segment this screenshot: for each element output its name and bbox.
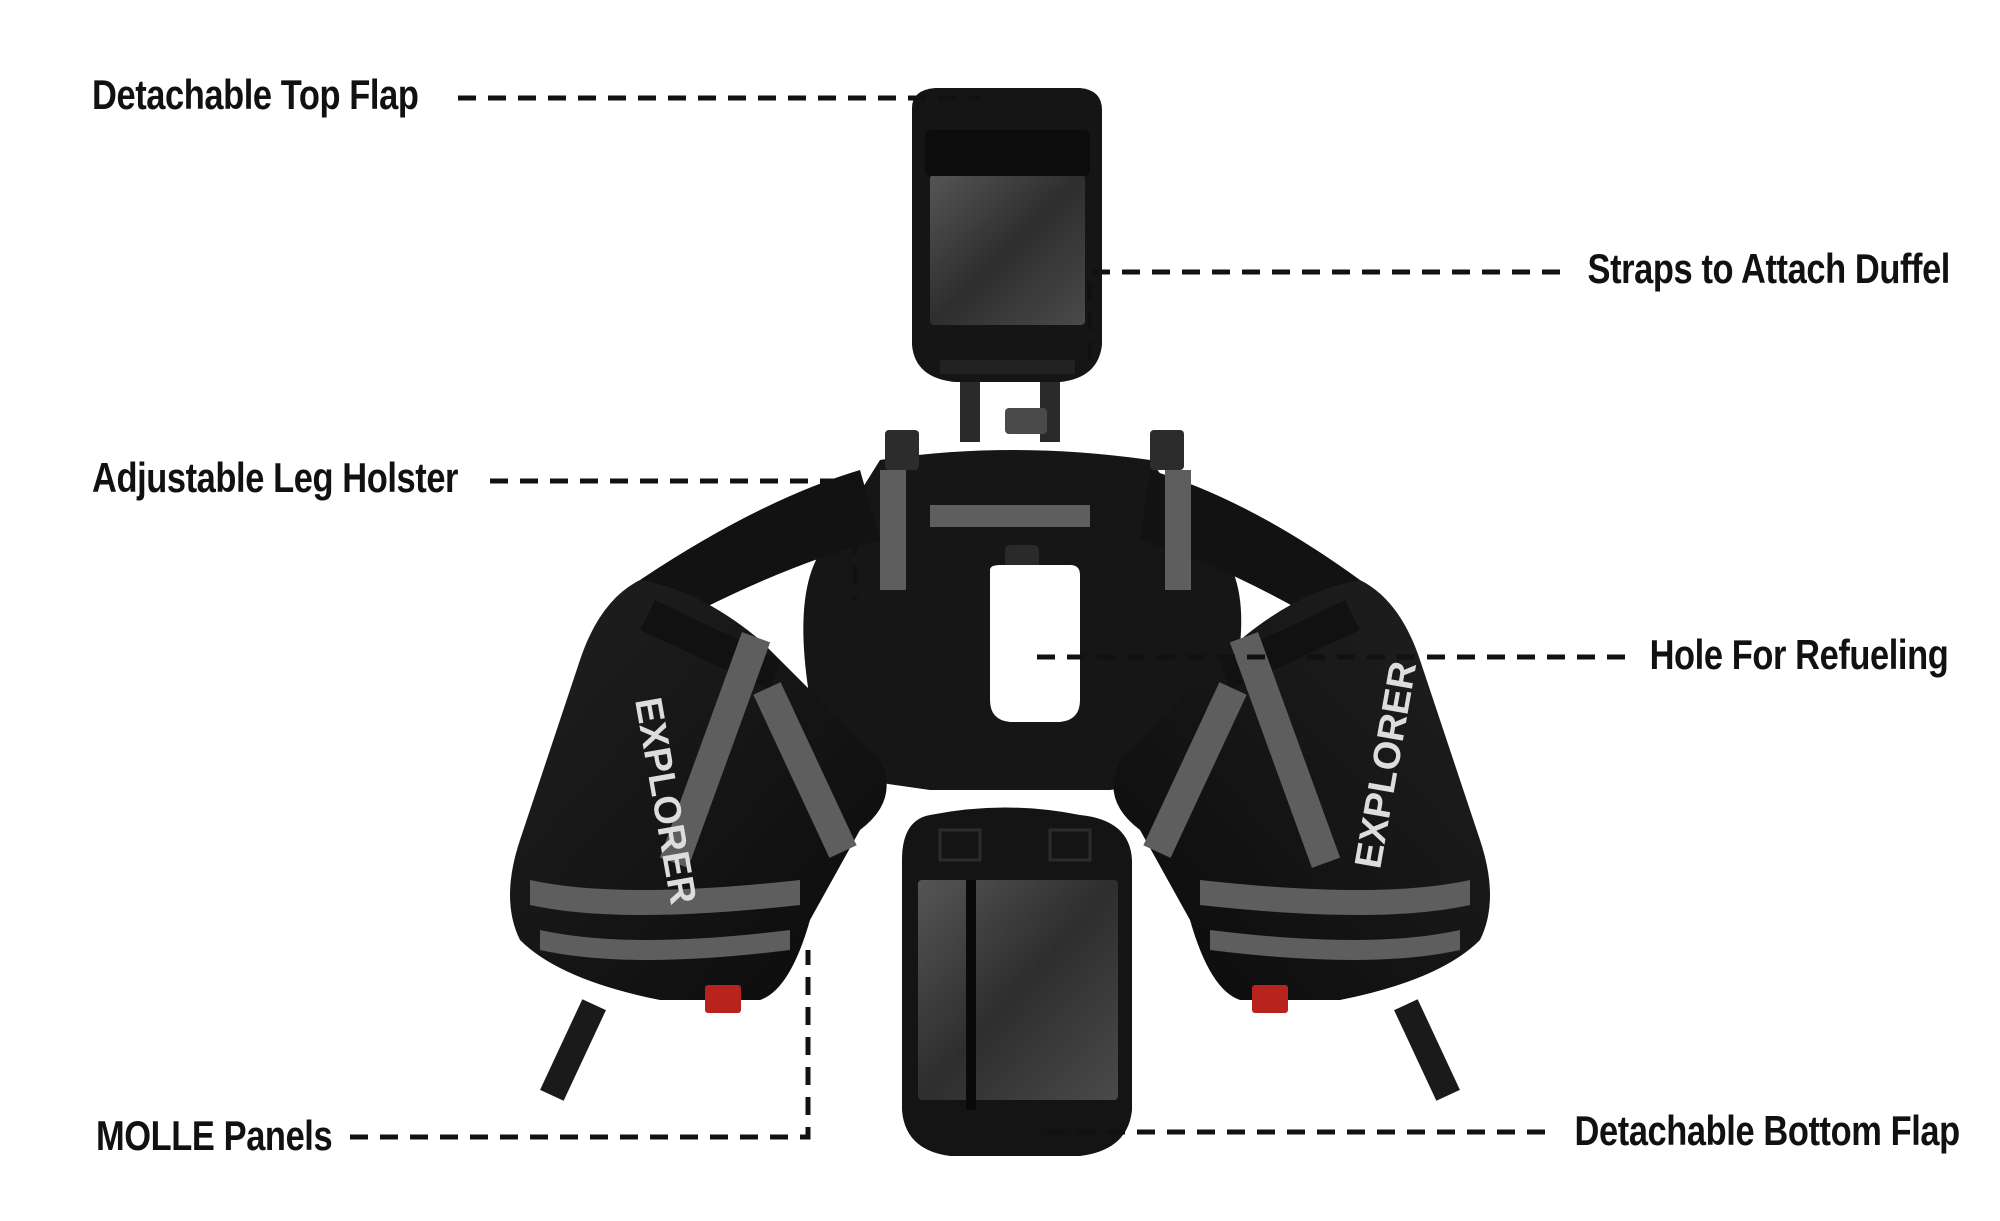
bottom-flap-zipper bbox=[966, 880, 976, 1110]
top-flap-map-window bbox=[930, 175, 1085, 325]
leader-lines bbox=[350, 95, 1625, 1140]
leader-leg-holster bbox=[490, 478, 858, 600]
leader-straps bbox=[1087, 269, 1560, 360]
bottom-flap-map-window bbox=[918, 880, 1118, 1100]
top-flap bbox=[912, 88, 1102, 382]
callout-molle: MOLLE Panels bbox=[96, 1112, 333, 1159]
bottom-flap bbox=[902, 807, 1132, 1156]
top-flap-pocket bbox=[925, 130, 1090, 176]
callout-refuel-hole: Hole For Refueling bbox=[1649, 631, 1948, 678]
callout-bottom-flap: Detachable Bottom Flap bbox=[1574, 1107, 1961, 1154]
callout-leg-holster: Adjustable Leg Holster bbox=[92, 454, 459, 501]
right-saddle-bag: EXPLORER bbox=[1113, 580, 1490, 1101]
leader-molle bbox=[350, 950, 811, 1140]
left-saddle-bag: EXPLORER bbox=[510, 580, 887, 1101]
top-flap-straps bbox=[960, 382, 1060, 442]
refuel-hole bbox=[990, 565, 1080, 722]
callout-straps: Straps to Attach Duffel bbox=[1587, 245, 1951, 292]
top-buckles bbox=[880, 430, 1191, 595]
callout-top-flap: Detachable Top Flap bbox=[92, 71, 419, 118]
